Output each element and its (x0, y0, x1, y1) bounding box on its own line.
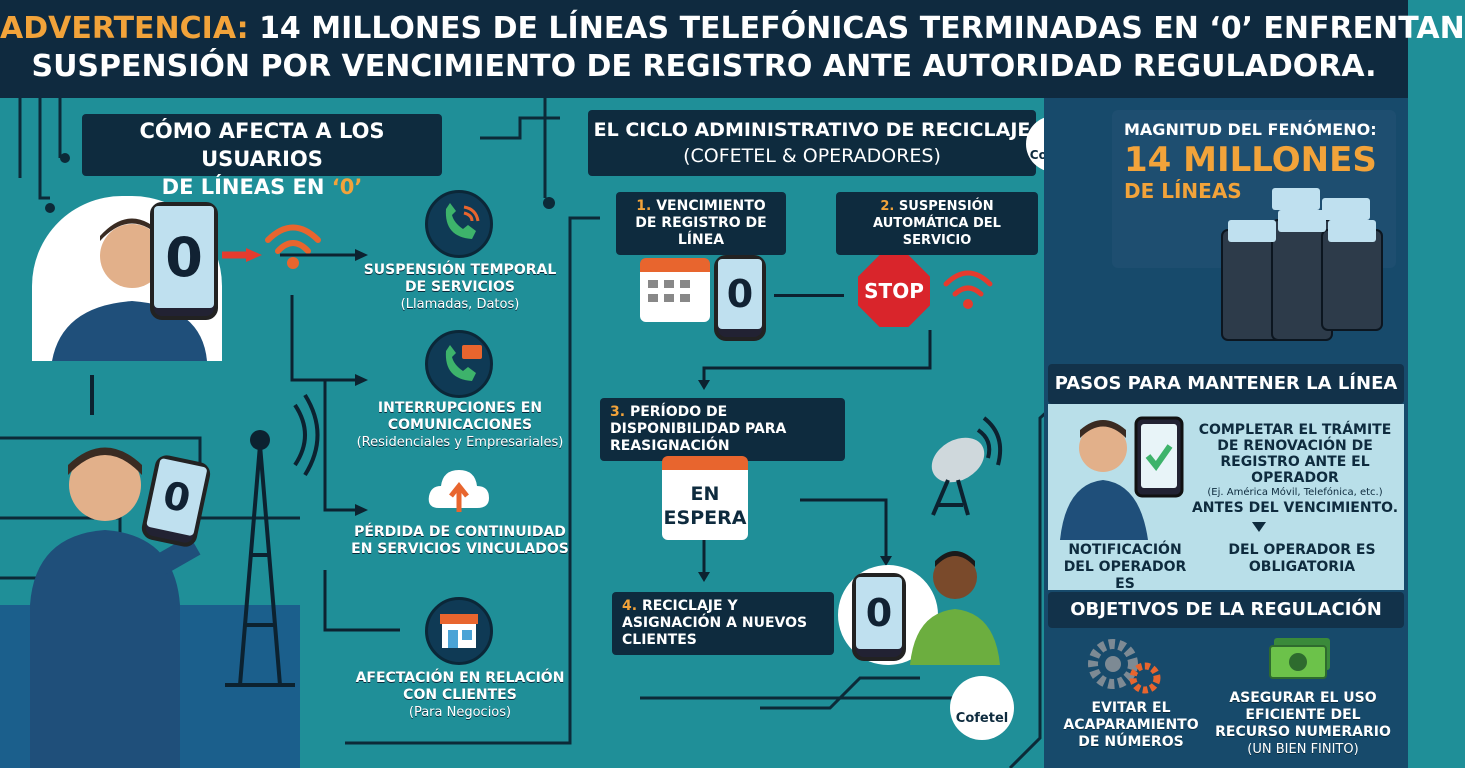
magnitude-value: 14 MILLONES (1124, 140, 1377, 180)
center-title-line-1: EL CICLO ADMINISTRATIVO DE RECICLAJE (593, 119, 1031, 141)
impact-1-title: SUSPENSIÓN TEMPORAL DE SERVICIOS (363, 262, 557, 295)
step-2-text: SUSPENSIÓN AUTOMÁTICA DEL SERVICIO (873, 199, 1001, 248)
impact-4-sub: (Para Negocios) (408, 705, 512, 720)
stop-sign-icon: STOP (858, 255, 930, 327)
objectives-title: OBJETIVOS DE LA REGULACIÓN (1048, 592, 1404, 628)
impact-item-2: INTERRUPCIONES EN COMUNICACIONES (Reside… (340, 400, 580, 451)
phone-stack-icon (1221, 188, 1383, 341)
renewal-procedure: COMPLETAR EL TRÁMITE DE RENOVACIÓN DE RE… (1190, 422, 1400, 516)
cycle-step-4: 4. RECICLAJE Y ASIGNACIÓN A NUEVOS CLIEN… (612, 592, 834, 655)
phone-screen-digit: 0 (154, 206, 214, 308)
magnitude-title: MAGNITUD DEL FENÓMENO: (1124, 120, 1377, 139)
arrow-3-4 (698, 498, 892, 582)
procedure-note: (Ej. América Móvil, Telefónica, etc.) (1207, 487, 1383, 498)
red-arrow-icon (222, 248, 262, 262)
procedure-deadline: ANTES DEL VENCIMIENTO. (1191, 500, 1399, 516)
left-title-line-1: CÓMO AFECTA A LOS USUARIOS (139, 119, 385, 171)
impact-4-title: AFECTACIÓN EN RELACIÓN CON CLIENTES (355, 670, 565, 703)
phone-device: 0 (150, 202, 218, 320)
objective-2: ASEGURAR EL USO EFICIENTE DEL RECURSO NU… (1210, 690, 1396, 758)
renewal-person-icon (1060, 416, 1184, 540)
objective-1: EVITAR EL ACAPARAMIENTO DE NÚMEROS (1063, 700, 1199, 750)
magnitude-unit: DE LÍNEAS (1124, 179, 1242, 203)
gears-icon (1088, 639, 1161, 694)
impact-2-sub: (Residenciales y Empresariales) (356, 435, 564, 450)
notification-left: NOTIFICACIÓN DEL OPERADOR ES (1063, 542, 1187, 592)
down-triangle-icon (1252, 522, 1266, 532)
arrow-1-2 (774, 294, 844, 297)
connector-arrows (280, 249, 400, 632)
cloud-upload-icon (425, 462, 493, 520)
step-3-number: 3. (610, 404, 626, 420)
impact-1-sub: (Llamadas, Datos) (400, 297, 520, 312)
left-title-line-2: DE LÍNEAS EN ‘0’ (161, 175, 363, 199)
impact-item-3: PÉRDIDA DE CONTINUIDAD EN SERVICIOS VINC… (345, 524, 575, 558)
step-1-number: 1. (636, 198, 652, 214)
step-2-number: 2. (880, 199, 895, 214)
cycle-phone-1-digit: 0 (718, 259, 762, 329)
waiting-text-1: EN (690, 483, 720, 505)
headline-line-2: SUSPENSIÓN POR VENCIMIENTO DE REGISTRO A… (31, 49, 1377, 84)
cell-tower-icon (225, 393, 320, 687)
down-arrow-line (90, 375, 94, 415)
center-title-line-2: (COFETEL & OPERADORES) (683, 145, 941, 167)
cycle-phone-1: 0 (714, 255, 766, 341)
new-client-person-icon (910, 551, 1000, 665)
new-client-phone-digit: 0 (856, 577, 902, 649)
money-icon (1269, 638, 1330, 679)
store-icon (425, 597, 493, 665)
phone-wifi-icon (425, 190, 493, 258)
step-3-text: PERÍODO DE DISPONIBILIDAD PARA REASIGNAC… (610, 404, 787, 454)
left-section-title: CÓMO AFECTA A LOS USUARIOS DE LÍNEAS EN … (82, 114, 442, 199)
waiting-calendar-icon: EN ESPERA (662, 456, 748, 540)
procedure-text: COMPLETAR EL TRÁMITE DE RENOVACIÓN DE RE… (1198, 422, 1392, 486)
standing-person-illustration (0, 447, 300, 768)
arrow-2-3 (698, 330, 932, 390)
stop-sign-text: STOP (864, 279, 924, 303)
satellite-dish-icon (931, 416, 1003, 516)
calendar-icon (640, 258, 710, 322)
headline-line-1: ADVERTENCIA: 14 MILLONES DE LÍNEAS TELEF… (0, 10, 1465, 48)
impact-2-title: INTERRUPCIONES EN COMUNICACIONES (377, 400, 543, 433)
step-1-text: VENCIMIENTO DE REGISTRO DE LÍNEA (635, 198, 767, 248)
notification-right: DEL OPERADOR ES OBLIGATORIA (1228, 542, 1376, 575)
phone-message-icon (425, 330, 493, 398)
steps-title: PASOS PARA MANTENER LA LÍNEA (1048, 364, 1404, 404)
header-banner: ADVERTENCIA: 14 MILLONES DE LÍNEAS TELEF… (0, 0, 1465, 98)
new-client-phone: 0 (852, 573, 906, 661)
cycle-step-1: 1. VENCIMIENTO DE REGISTRO DE LÍNEA (616, 192, 786, 255)
cycle-step-2: 2. SUSPENSIÓN AUTOMÁTICA DEL SERVICIO (836, 192, 1038, 255)
objective-2-text: ASEGURAR EL USO EFICIENTE DEL RECURSO NU… (1215, 690, 1391, 740)
cofetel-logo-bottom: Cofetel (950, 676, 1014, 740)
wifi-signal-icon (265, 224, 321, 269)
step-4-number: 4. (622, 598, 638, 614)
headline-text-1: 14 MILLONES DE LÍNEAS TELEFÓNICAS TERMIN… (259, 11, 1465, 46)
cofetel-logo-bottom-text: Cofetel (955, 711, 1009, 726)
warning-label: ADVERTENCIA: (0, 11, 249, 46)
cycle-step-3: 3. PERÍODO DE DISPONIBILIDAD PARA REASIG… (600, 398, 845, 461)
standing-phone-digit: 0 (146, 457, 208, 537)
objective-2-sub: (UN BIEN FINITO) (1247, 742, 1359, 757)
signal-icon (943, 270, 993, 309)
waiting-text-2: ESPERA (663, 507, 747, 529)
impact-item-1: SUSPENSIÓN TEMPORAL DE SERVICIOS (Llamad… (360, 262, 560, 313)
step-4-text: RECICLAJE Y ASIGNACIÓN A NUEVOS CLIENTES (622, 598, 808, 648)
impact-item-4: AFECTACIÓN EN RELACIÓN CON CLIENTES (Par… (345, 670, 575, 721)
impact-3-title: PÉRDIDA DE CONTINUIDAD EN SERVICIOS VINC… (351, 524, 569, 557)
center-section-title: EL CICLO ADMINISTRATIVO DE RECICLAJE (CO… (588, 110, 1036, 176)
